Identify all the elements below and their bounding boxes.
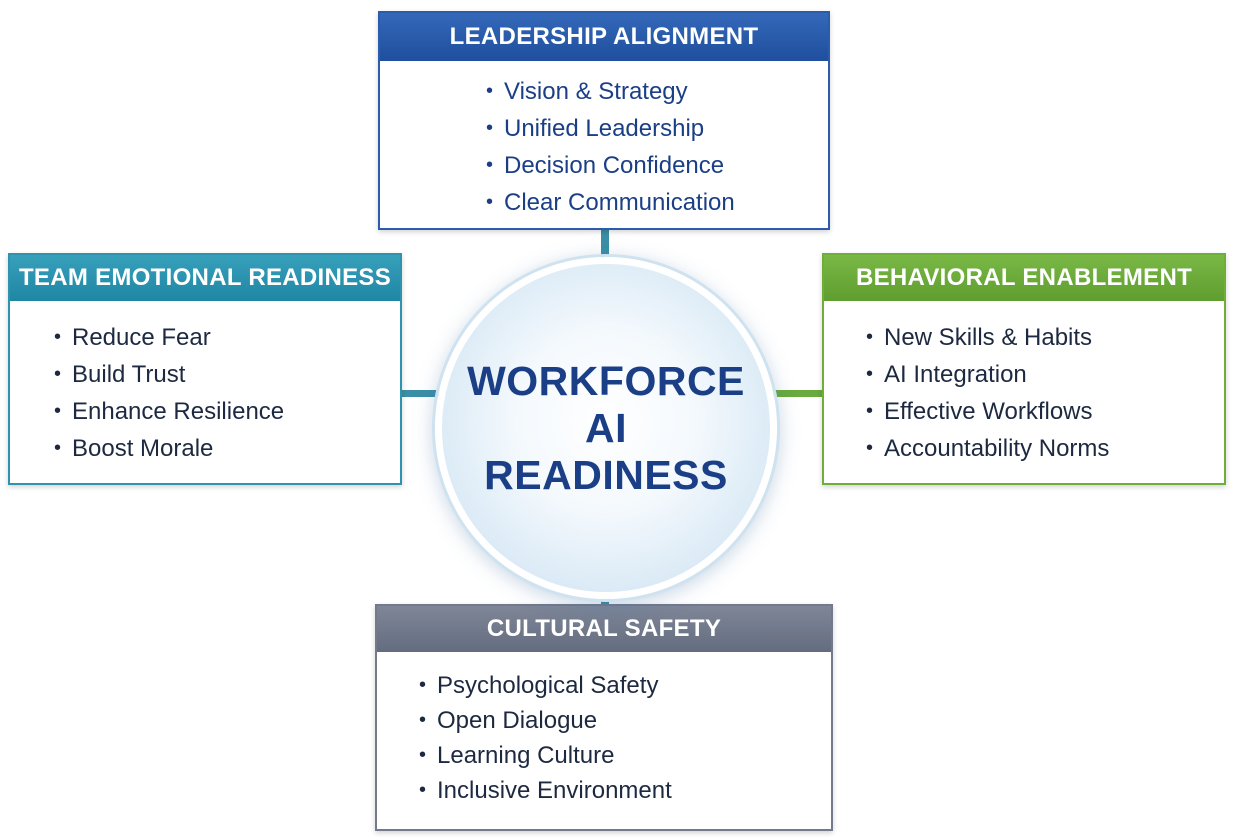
list-item: Enhance Resilience: [54, 393, 400, 430]
list-item: Open Dialogue: [419, 703, 831, 738]
hub-title: WORKFORCE AI READINESS: [467, 358, 745, 499]
list-item: Reduce Fear: [54, 319, 400, 356]
cultural-safety-card: CULTURAL SAFETY Psychological Safety Ope…: [375, 604, 833, 831]
list-item: Psychological Safety: [419, 668, 831, 703]
behavioral-enablement-title: BEHAVIORAL ENABLEMENT: [824, 255, 1224, 301]
hub-title-line: WORKFORCE: [467, 357, 745, 404]
list-item: New Skills & Habits: [866, 319, 1224, 356]
cultural-safety-list: Psychological Safety Open Dialogue Learn…: [377, 652, 831, 808]
behavioral-enablement-card: BEHAVIORAL ENABLEMENT New Skills & Habit…: [822, 253, 1226, 485]
team-emotional-readiness-list: Reduce Fear Build Trust Enhance Resilien…: [10, 301, 400, 467]
list-item: Learning Culture: [419, 738, 831, 773]
list-item: Accountability Norms: [866, 430, 1224, 467]
team-emotional-readiness-card: TEAM EMOTIONAL READINESS Reduce Fear Bui…: [8, 253, 402, 485]
team-emotional-readiness-title: TEAM EMOTIONAL READINESS: [10, 255, 400, 301]
hub-title-line: AI: [585, 404, 627, 451]
leadership-alignment-list: Vision & Strategy Unified Leadership Dec…: [380, 61, 828, 221]
list-item: Decision Confidence: [486, 147, 828, 184]
workforce-ai-readiness-hub: WORKFORCE AI READINESS: [435, 257, 777, 599]
hub-title-line: READINESS: [484, 451, 728, 498]
behavioral-enablement-list: New Skills & Habits AI Integration Effec…: [824, 301, 1224, 467]
connector-right: [772, 390, 824, 397]
list-item: Inclusive Environment: [419, 773, 831, 808]
leadership-alignment-card: LEADERSHIP ALIGNMENT Vision & Strategy U…: [378, 11, 830, 230]
leadership-alignment-title: LEADERSHIP ALIGNMENT: [380, 13, 828, 61]
list-item: Vision & Strategy: [486, 73, 828, 110]
list-item: AI Integration: [866, 356, 1224, 393]
list-item: Build Trust: [54, 356, 400, 393]
list-item: Effective Workflows: [866, 393, 1224, 430]
connector-top: [601, 229, 609, 263]
list-item: Unified Leadership: [486, 110, 828, 147]
list-item: Clear Communication: [486, 184, 828, 221]
cultural-safety-title: CULTURAL SAFETY: [377, 606, 831, 652]
connector-left: [400, 390, 442, 397]
list-item: Boost Morale: [54, 430, 400, 467]
